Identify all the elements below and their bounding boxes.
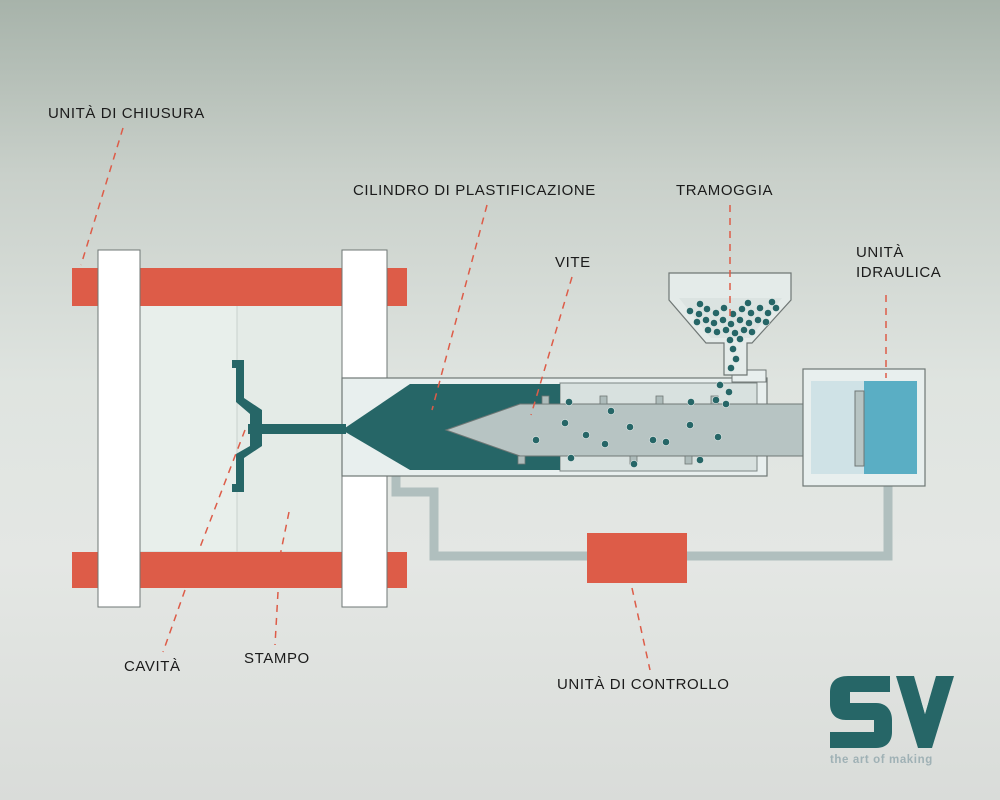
label-mold: STAMPO — [244, 650, 310, 667]
label-hopper: TRAMOGGIA — [676, 182, 774, 199]
logo-v-accent — [921, 700, 929, 714]
label-screw: VITE — [555, 254, 591, 271]
sprue-runner — [248, 424, 346, 434]
hydraulic-unit — [802, 368, 926, 487]
label-control-unit: UNITÀ DI CONTROLLO — [557, 676, 730, 693]
leader-cavity-lower — [162, 589, 186, 653]
label-plasticizing-cylinder: CILINDRO DI PLASTIFICAZIONE — [353, 182, 596, 199]
logo-s-shape — [830, 676, 892, 748]
leader-lines — [80, 127, 887, 671]
brand-logo: the art of making — [828, 674, 958, 774]
mold-fixed-half — [139, 304, 238, 553]
pipe-right — [686, 478, 893, 561]
label-clamping-unit: UNITÀ DI CHIUSURA — [48, 105, 205, 122]
platen-left — [97, 249, 141, 608]
pipe-left — [391, 472, 590, 561]
sv-logo-mark — [830, 676, 954, 748]
logo-v-shape — [896, 676, 954, 748]
pellets — [532, 298, 780, 468]
mold-cavity — [232, 360, 262, 492]
leader-screw — [530, 276, 573, 416]
leader-cavity — [198, 429, 246, 551]
control-piping — [391, 472, 893, 561]
leader-clamping-unit — [80, 127, 124, 266]
leader-control-unit — [631, 587, 651, 671]
leader-plasticizing-cylinder — [431, 204, 488, 411]
label-hydraulic-unit: UNITÀ IDRAULICA — [856, 244, 942, 281]
hydraulic-piston — [854, 390, 865, 467]
leader-mold-lower — [274, 591, 279, 646]
logo-tagline: the art of making — [830, 754, 933, 766]
label-cavity: CAVITÀ — [124, 658, 181, 675]
control-unit-box — [587, 533, 687, 583]
plasticizing-cylinder — [341, 369, 813, 477]
nozzle — [342, 424, 354, 436]
hydraulic-fluid — [864, 381, 917, 474]
